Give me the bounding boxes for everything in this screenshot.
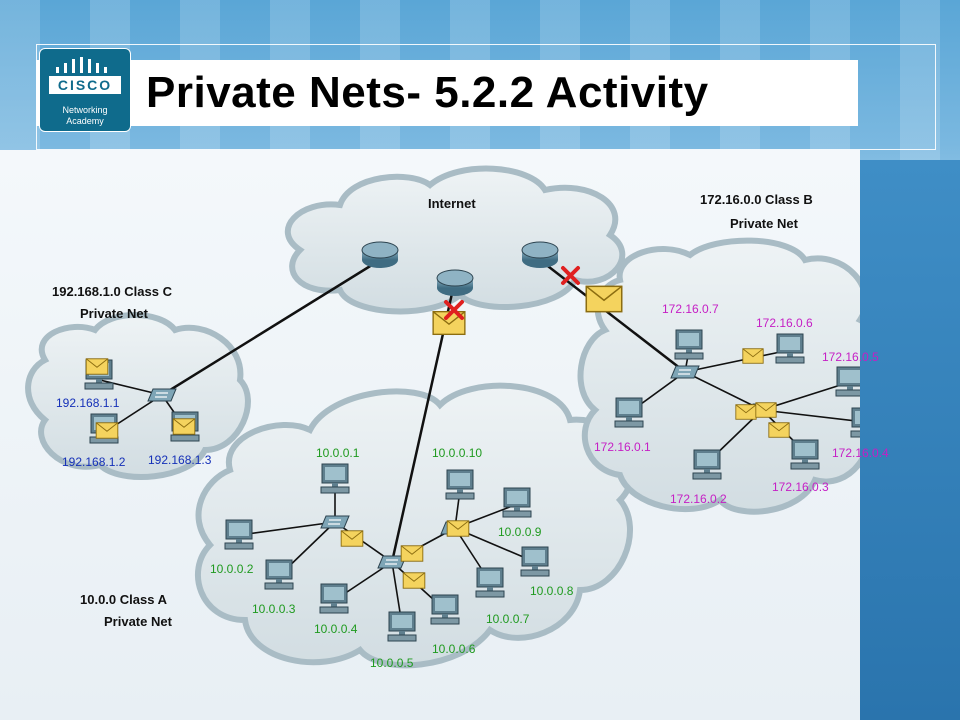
pc-10-0-0-9-icon xyxy=(502,487,532,518)
class-c-title: 192.168.1.0 Class C xyxy=(52,284,172,299)
class-c-subtitle: Private Net xyxy=(80,306,148,321)
class-c-switch-icon xyxy=(147,388,177,402)
blocked-x-icon xyxy=(561,266,580,285)
class-a-subtitle: Private Net xyxy=(104,614,172,629)
network-diagram: Internet 192.168.1.0 Class C Private Net… xyxy=(0,150,889,720)
envelope-icon xyxy=(340,530,364,547)
class-a-cloud xyxy=(194,382,635,669)
pc-172-16-0-3-icon xyxy=(790,439,820,470)
ip-label: 172.16.0.4 xyxy=(832,446,889,460)
internet-cloud xyxy=(284,165,626,315)
envelope-icon xyxy=(400,545,424,562)
cisco-logo: CISCO Networking Academy xyxy=(39,48,131,132)
pc-172-16-0-2-icon xyxy=(692,449,722,480)
class-a-switch-1-icon xyxy=(320,515,350,529)
class-b-switch-1-icon xyxy=(670,365,700,379)
pc-10-0-0-4-icon xyxy=(319,583,349,614)
title-band xyxy=(36,60,858,126)
ip-label: 10.0.0.5 xyxy=(370,656,414,670)
uplink-class-c xyxy=(161,258,381,397)
network-svg xyxy=(25,165,860,669)
envelope-icon xyxy=(742,348,764,364)
envelope-icon xyxy=(755,402,777,418)
logo-brand: CISCO xyxy=(49,76,121,94)
envelope-icon xyxy=(768,422,790,438)
ip-label: 192.168.1.3 xyxy=(148,453,212,467)
ip-label: 192.168.1.2 xyxy=(62,455,126,469)
ip-label: 10.0.0.1 xyxy=(316,446,360,460)
envelope-icon xyxy=(95,422,119,439)
ip-label: 10.0.0.7 xyxy=(486,612,530,626)
router-right-icon xyxy=(521,241,559,268)
ip-label: 172.16.0.7 xyxy=(662,302,719,316)
pc-10-0-0-3-icon xyxy=(264,559,294,590)
router-center-icon xyxy=(436,269,474,296)
envelope-icon xyxy=(446,520,470,537)
ip-label: 10.0.0.8 xyxy=(530,584,574,598)
envelope-icon xyxy=(85,358,109,375)
envelope-icon xyxy=(735,404,757,420)
ip-label: 172.16.0.1 xyxy=(594,440,651,454)
pc-172-16-0-4-icon xyxy=(850,407,860,438)
pc-172-16-0-7-icon xyxy=(674,329,704,360)
pc-172-16-0-5-icon xyxy=(835,366,860,397)
ip-label: 172.16.0.5 xyxy=(822,350,879,364)
pc-10-0-0-8-icon xyxy=(520,546,550,577)
ip-label: 172.16.0.3 xyxy=(772,480,829,494)
envelope-icon xyxy=(172,418,196,435)
pc-172-16-0-6-icon xyxy=(775,333,805,364)
ip-label: 172.16.0.6 xyxy=(756,316,813,330)
pc-10-0-0-10-icon xyxy=(445,469,475,500)
ip-label: 10.0.0.4 xyxy=(314,622,358,636)
class-a-title: 10.0.0 Class A xyxy=(80,592,167,607)
ip-label: 192.168.1.1 xyxy=(56,396,120,410)
page-title: Private Nets- 5.2.2 Activity xyxy=(146,68,709,117)
blocked-x-icon xyxy=(444,300,464,320)
logo-line1: Networking xyxy=(62,105,108,115)
pc-10-0-0-5-icon xyxy=(387,611,417,642)
ip-label: 10.0.0.3 xyxy=(252,602,296,616)
logo-line2: Academy xyxy=(66,116,104,126)
background-right-panel xyxy=(850,160,960,720)
class-b-cloud xyxy=(577,237,860,515)
envelope-icon xyxy=(402,572,426,589)
ip-label: 10.0.0.9 xyxy=(498,525,542,539)
pc-10-0-0-7-icon xyxy=(475,567,505,598)
class-b-subtitle: Private Net xyxy=(730,216,798,231)
pc-10-0-0-2-icon xyxy=(224,519,254,550)
ip-label: 10.0.0.6 xyxy=(432,642,476,656)
pc-10-0-0-6-icon xyxy=(430,594,460,625)
envelope-icon xyxy=(585,285,623,313)
internet-label: Internet xyxy=(428,196,476,211)
ip-label: 172.16.0.2 xyxy=(670,492,727,506)
class-b-title: 172.16.0.0 Class B xyxy=(700,192,813,207)
uplink-class-b xyxy=(539,259,686,373)
ip-label: 10.0.0.10 xyxy=(432,446,483,460)
pc-172-16-0-1-icon xyxy=(614,397,644,428)
cisco-bars-icon xyxy=(54,57,116,73)
pc-10-0-0-1-icon xyxy=(320,463,350,494)
router-left-icon xyxy=(361,241,399,268)
ip-label: 10.0.0.2 xyxy=(210,562,254,576)
